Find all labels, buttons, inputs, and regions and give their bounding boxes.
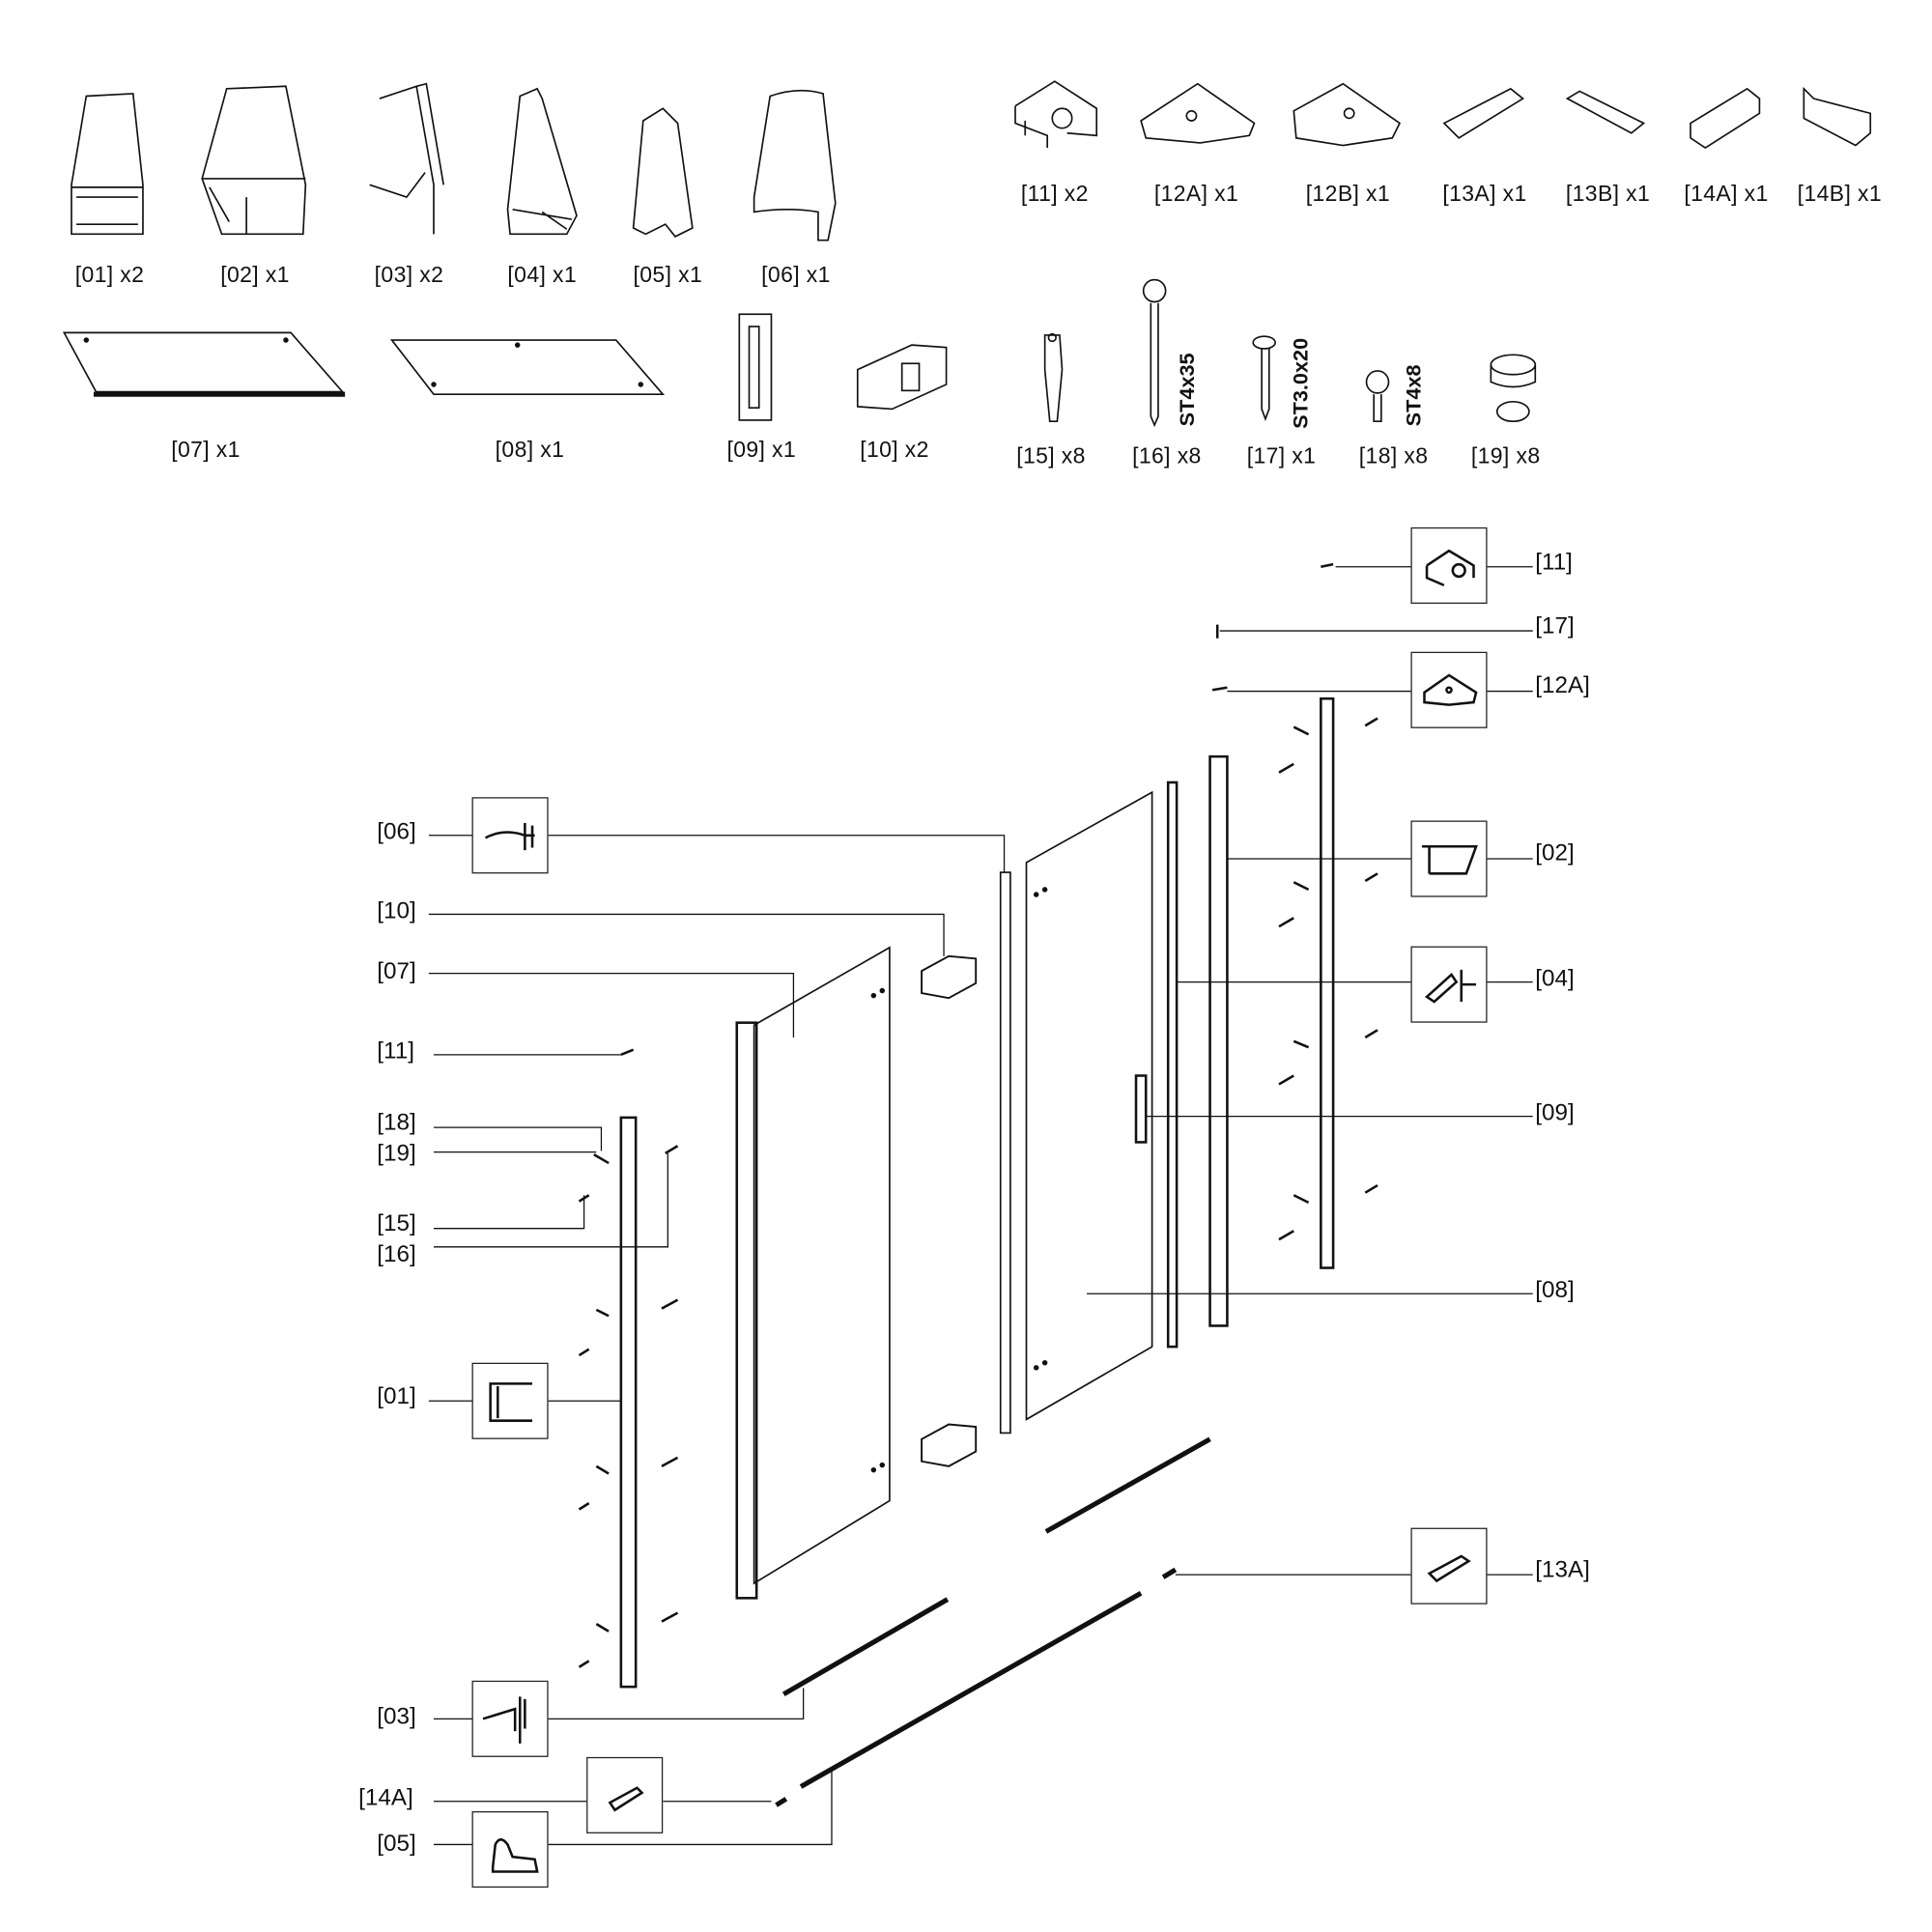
- screw-spec-17: ST3.0x20: [1289, 337, 1313, 429]
- part-04-drawing: [506, 87, 578, 236]
- callout-box-12a: [1410, 651, 1488, 728]
- part-label: [15] x8: [1016, 443, 1086, 469]
- part-label: [12B] x1: [1305, 181, 1391, 207]
- screws-and-plugs: [578, 562, 1378, 1668]
- seal-strip-06: [999, 871, 1011, 1435]
- callout-box-14a: [586, 1756, 664, 1833]
- callout-box-05: [471, 1810, 549, 1889]
- part-03-drawing: [369, 82, 445, 235]
- part-label: [01] x2: [74, 262, 145, 288]
- callout-label: [07]: [377, 958, 416, 985]
- part-09-drawing: [738, 313, 773, 421]
- callout-label: [06]: [377, 819, 416, 845]
- wall-profile-right: [1320, 696, 1335, 1269]
- bottom-seals: [775, 1436, 1211, 1807]
- part-label: [14B] x1: [1797, 181, 1882, 207]
- callout-label: [02]: [1535, 839, 1575, 867]
- part-label: [05] x1: [633, 262, 703, 288]
- part-15-drawing: [1043, 332, 1064, 423]
- callout-box-01: [471, 1362, 549, 1439]
- part-12b-drawing: [1293, 82, 1402, 147]
- part-label: [02] x1: [220, 262, 290, 288]
- glass-panel-07: [735, 946, 891, 1600]
- part-12a-drawing: [1140, 82, 1256, 144]
- glass-panel-08: [1025, 790, 1153, 1421]
- hinges-10: [921, 954, 978, 1467]
- part-05-drawing: [632, 107, 694, 238]
- callout-box-02: [1410, 820, 1488, 897]
- callout-label: [14A]: [358, 1785, 413, 1811]
- part-02-drawing: [201, 85, 307, 236]
- part-13b-drawing: [1565, 90, 1646, 134]
- part-08-drawing: [389, 339, 666, 395]
- part-label: [11] x2: [1020, 181, 1089, 207]
- part-label: [10] x2: [860, 437, 929, 463]
- callout-label: [09]: [1535, 1100, 1575, 1126]
- callout-box-04: [1410, 946, 1488, 1023]
- callout-label: [16]: [377, 1241, 416, 1268]
- part-label: [19] x8: [1470, 443, 1541, 469]
- wall-profile-left: [619, 1116, 638, 1689]
- callout-box-11: [1410, 526, 1488, 604]
- callout-label: [05]: [377, 1831, 416, 1858]
- part-label: [03] x2: [374, 262, 444, 288]
- callout-label: [19]: [377, 1141, 416, 1167]
- part-06-drawing: [753, 89, 837, 242]
- part-07-drawing: [62, 331, 346, 397]
- part-18-drawing: [1365, 370, 1390, 423]
- part-13a-drawing: [1442, 87, 1524, 139]
- callout-label: [18]: [377, 1110, 416, 1137]
- callout-label: [15]: [377, 1210, 416, 1237]
- part-label: [09] x1: [726, 437, 797, 463]
- part-label: [08] x1: [495, 437, 565, 463]
- part-14b-drawing: [1803, 86, 1872, 147]
- callout-label: [17]: [1535, 613, 1575, 639]
- callout-label: [01]: [377, 1383, 416, 1410]
- profile-02: [1208, 754, 1229, 1327]
- part-label: [14A] x1: [1684, 181, 1769, 207]
- part-19-drawing: [1490, 354, 1537, 423]
- part-label: [12A] x1: [1153, 181, 1239, 207]
- leader-lines: [428, 566, 1533, 1846]
- callout-label: [11]: [377, 1038, 414, 1065]
- callout-box-13a: [1410, 1527, 1488, 1605]
- part-label: [13A] x1: [1442, 181, 1527, 207]
- part-16-drawing: [1142, 278, 1167, 428]
- part-label: [17] x1: [1246, 443, 1317, 469]
- callout-box-06: [471, 797, 549, 874]
- seal-strip-04: [1166, 781, 1179, 1349]
- callout-label: [12A]: [1535, 672, 1590, 699]
- callout-box-03: [471, 1680, 549, 1757]
- part-label: [04] x1: [507, 262, 578, 288]
- part-label: [16] x8: [1132, 443, 1202, 469]
- callout-label: [03]: [377, 1704, 416, 1730]
- callout-label: [08]: [1535, 1277, 1575, 1304]
- part-11-drawing: [1014, 80, 1098, 149]
- part-label: [13B] x1: [1565, 181, 1651, 207]
- callout-label: [13A]: [1535, 1557, 1590, 1584]
- part-17-drawing: [1252, 335, 1276, 422]
- part-label: [18] x8: [1358, 443, 1429, 469]
- callout-label: [04]: [1535, 965, 1575, 992]
- screw-spec-18: ST4x8: [1402, 364, 1426, 427]
- part-10-drawing: [856, 344, 948, 411]
- part-label: [07] x1: [171, 437, 241, 463]
- part-label: [06] x1: [761, 262, 831, 288]
- callout-label: [11]: [1535, 549, 1573, 576]
- part-01-drawing: [71, 93, 144, 236]
- callout-label: [10]: [377, 897, 416, 924]
- screw-spec-16: ST4x35: [1175, 353, 1200, 427]
- part-14a-drawing: [1690, 87, 1761, 150]
